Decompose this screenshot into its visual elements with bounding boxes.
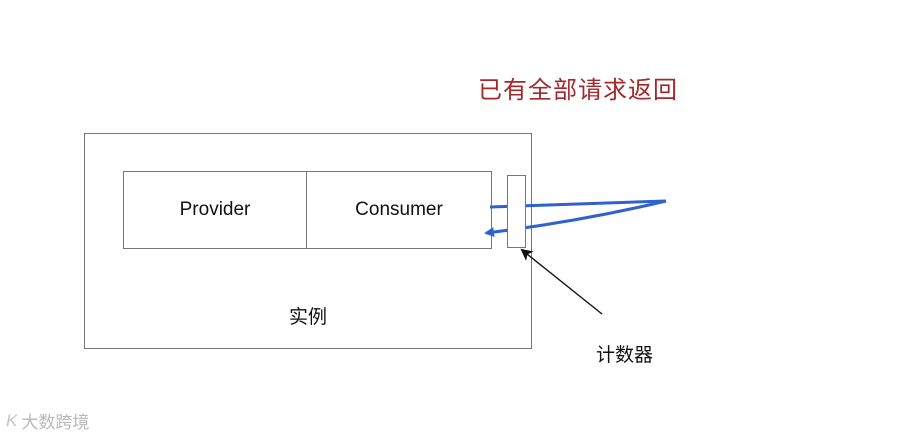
consumer-label: Consumer (355, 199, 443, 220)
provider-box: Provider (123, 171, 307, 249)
watermark-text: 大数跨境 (21, 413, 90, 433)
counter-pointer-arrow (520, 248, 603, 315)
consumer-box: Consumer (306, 171, 492, 249)
watermark-logo: K (6, 410, 18, 430)
provider-label: Provider (179, 199, 251, 220)
counter-box (507, 175, 526, 248)
counter-label: 计数器 (596, 344, 654, 366)
watermark: K 大数跨境 (6, 408, 90, 434)
diagram-title: 已有全部请求返回 (478, 76, 678, 104)
instance-box: 实例 (84, 133, 532, 349)
instance-label: 实例 (288, 306, 327, 328)
